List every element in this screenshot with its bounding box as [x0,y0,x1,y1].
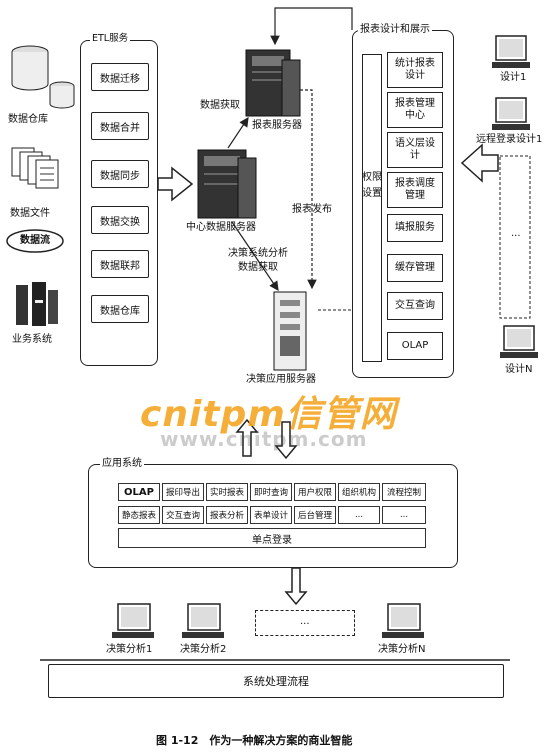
app-r2-c7: ... [382,506,426,524]
analysis1-label: 决策分析1 [106,644,153,655]
etl-item-warehouse: 数据仓库 [91,295,149,323]
designN-label: 设计N [505,364,533,375]
etl-to-central-arrow [157,166,194,202]
permission-label: 权限设置 [362,172,382,199]
stream-label: 数据流 [20,235,50,246]
etl-item-migrate: 数据迁移 [91,63,149,91]
decision-fetch-label-1: 决策系统分析 [228,248,288,259]
app-r1-c3: 实时报表 [206,483,248,501]
remote-login-label: 远程登录设计1 [476,134,543,145]
db-label: 数据仓库 [8,114,48,125]
process-bar: 系统处理流程 [48,664,504,698]
etl-item-exchange: 数据交换 [91,206,149,234]
up-arrow [235,418,259,457]
rd-semantic-design: 语义层设计 [387,132,443,168]
app-down-arrow [284,567,308,606]
app-r1-c2: 报印导出 [162,483,204,501]
decision-fetch-label-2: 数据获取 [238,262,278,273]
report-design-title: 报表设计和展示 [358,24,432,36]
central-server-label: 中心数据服务器 [186,222,256,233]
business-server-icon [16,282,58,326]
biz-label: 业务系统 [12,334,52,345]
rd-fill-service: 填报服务 [387,214,443,242]
app-title: 应用系统 [100,458,144,470]
app-r2-c4: 表单设计 [250,506,292,524]
design1-label: 设计1 [500,72,527,83]
computer-icon [182,603,224,638]
etl-item-sync: 数据同步 [91,160,149,188]
remote-ellipsis: ... [511,228,521,239]
rd-report-center: 报表管理中心 [387,92,443,128]
app-r2-c5: 后台管理 [294,506,336,524]
computer-icon [492,35,530,68]
rd-schedule: 报表调度管理 [387,172,443,208]
etl-item-federation: 数据联邦 [91,250,149,278]
computer-icon [492,97,530,130]
central-server-icon [197,149,257,219]
publish-label: 报表发布 [292,204,332,215]
report-server-label: 报表服务器 [252,120,302,131]
app-r2-c2: 交互查询 [162,506,204,524]
app-r2-c3: 报表分析 [206,506,248,524]
down-arrow [274,421,298,460]
analysisN-label: 决策分析N [378,644,426,655]
computer-icon [500,325,538,358]
report-server-icon [245,49,301,117]
files-icon [11,147,59,189]
files-label: 数据文件 [10,208,50,219]
app-r1-c5: 用户权限 [294,483,336,501]
decision-server-label: 决策应用服务器 [246,374,316,385]
rd-stat-design: 统计报表设计 [387,52,443,88]
bottom-ellipsis: ... [300,616,310,627]
computer-icon [112,603,154,638]
fetch-label: 数据获取 [200,100,240,111]
app-r2-c6: ... [338,506,380,524]
permission-column [362,54,382,362]
data-stream-shape [6,229,64,253]
app-r2-c1: 静态报表 [118,506,160,524]
sso-bar: 单点登录 [118,528,426,548]
rd-cache: 缓存管理 [387,254,443,282]
computer-icon [382,603,424,638]
rd-interactive: 交互查询 [387,292,443,320]
app-r1-c1: OLAP [118,483,160,501]
app-r1-c4: 即时查询 [250,483,292,501]
etl-title: ETL服务 [90,33,131,45]
analysis2-label: 决策分析2 [180,644,227,655]
remote-to-design-arrow [460,143,499,183]
etl-item-merge: 数据合并 [91,112,149,140]
rd-olap: OLAP [387,332,443,360]
watermark-url: www.cnitpm.com [160,427,368,451]
figure-caption: 图 1-12 作为一种解决方案的商业智能 [156,734,353,747]
watermark-brand: cnitpm信管网 [140,394,397,435]
database-icon [11,45,75,109]
bottom-ellipsis-box [255,610,355,636]
decision-server-icon [273,291,307,371]
app-r1-c7: 流程控制 [382,483,426,501]
app-r1-c6: 组织机构 [338,483,380,501]
